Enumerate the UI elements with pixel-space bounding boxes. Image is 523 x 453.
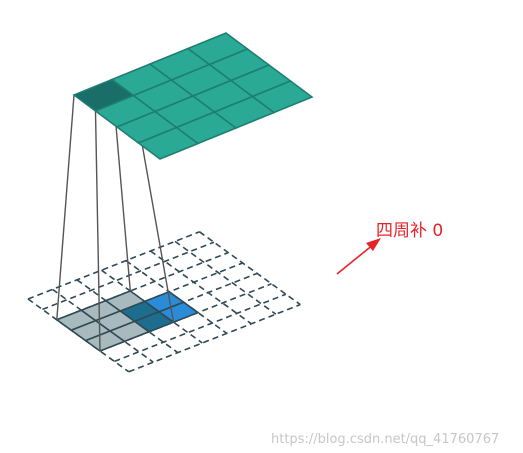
padding-annotation-label: 四周补 0 [376, 221, 443, 241]
padding-grid-line [150, 250, 252, 325]
padding-grid-line [199, 231, 301, 306]
kernel-cell [104, 290, 147, 312]
padding-grid-line [128, 303, 301, 373]
padding-grid-line [27, 231, 200, 300]
padding-grid-line [114, 293, 287, 363]
watermark-url: https://blog.csdn.net/qq_41760767 [271, 432, 499, 447]
annotation-arrow [336, 243, 375, 275]
annotation-arrow-head [366, 238, 381, 251]
projection-line [56, 94, 75, 320]
padded-input-grid [27, 231, 301, 373]
padding-grid-line [174, 240, 277, 315]
annotation-group: 四周补 0 [336, 221, 443, 275]
output-feature-map [72, 32, 314, 160]
output-cell [250, 80, 314, 114]
projection-line [94, 110, 101, 352]
padding-grid-line [42, 241, 215, 311]
input-cell [157, 301, 200, 324]
kernel-cell [108, 320, 151, 343]
